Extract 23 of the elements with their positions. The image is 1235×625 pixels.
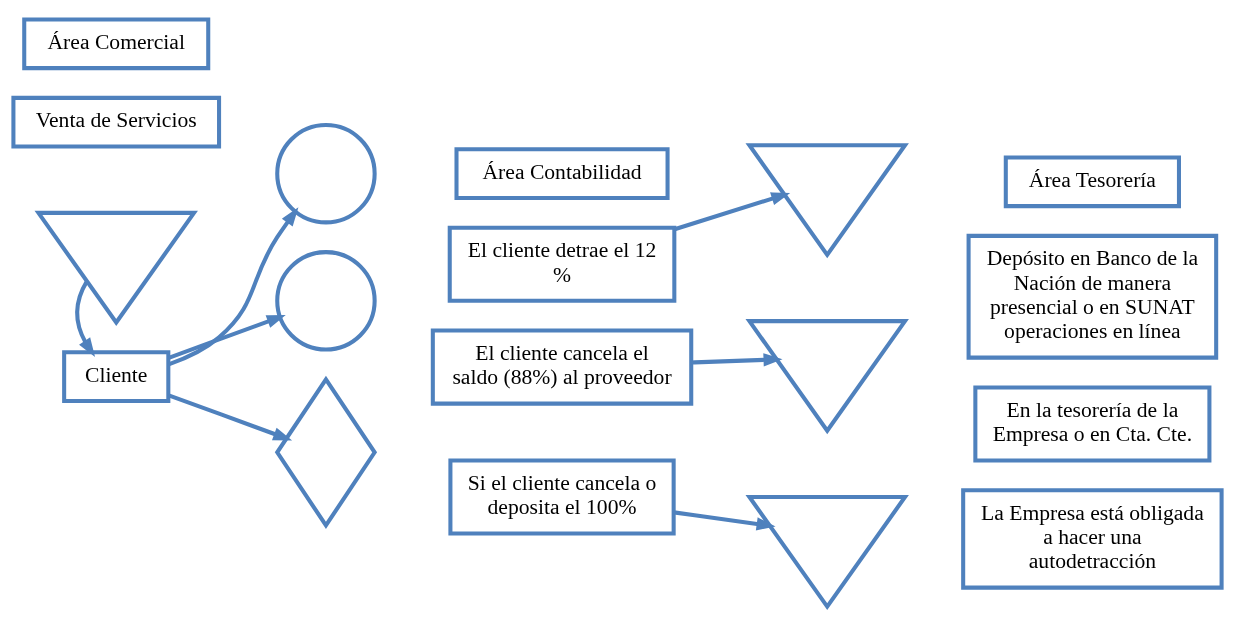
- node-triangle: [745, 494, 909, 610]
- node-box: El cliente detrae el 12 %: [447, 225, 677, 303]
- node-box: Si el cliente cancela o deposita el 100%: [448, 457, 676, 536]
- node-box: Venta de Servicios: [11, 95, 222, 149]
- node-triangle: [745, 142, 909, 258]
- node-box: Área Comercial: [22, 16, 211, 70]
- arrow: [673, 509, 776, 530]
- node-box: El cliente cancela el saldo (88%) al proveedor: [430, 328, 694, 406]
- node-box: En la tesorería de la Empresa o en Cta. Cte.: [973, 384, 1212, 462]
- arrow: [674, 191, 791, 231]
- node-box: Área Tesorería: [1003, 154, 1181, 208]
- node-box: La Empresa está obligada a hacer una autodetracción: [961, 487, 1224, 590]
- node-circle: [275, 249, 377, 352]
- node-box: Área Contabilidad: [454, 146, 670, 200]
- node-triangle: [34, 210, 198, 326]
- node-box: Depósito en Banco de la Nación de manera presencial o en SUNAT operaciones en línea: [966, 233, 1219, 360]
- arrow: [75, 279, 96, 357]
- node-triangle: [745, 318, 909, 434]
- node-box: Cliente: [62, 349, 171, 403]
- arrow: [691, 352, 783, 367]
- arrow: [168, 314, 286, 360]
- arrow: [168, 206, 299, 366]
- arrow: [168, 392, 293, 440]
